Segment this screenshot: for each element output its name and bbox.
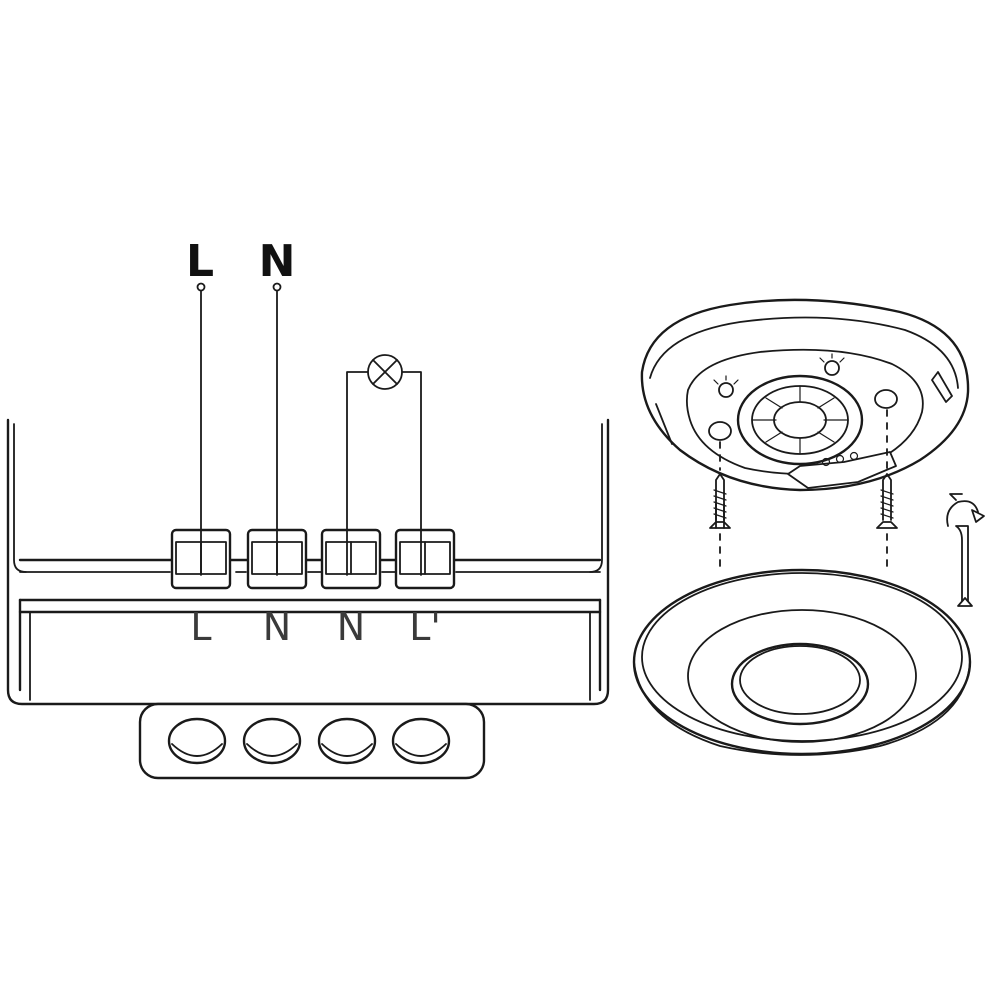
cable-entry-plate bbox=[138, 702, 486, 780]
supply-label-n: N bbox=[259, 236, 296, 287]
supply-wires bbox=[196, 282, 282, 576]
mounting-ring bbox=[632, 568, 972, 756]
screw-icon bbox=[876, 473, 898, 529]
supply-label-l: L bbox=[186, 236, 214, 287]
motion-sensor-head bbox=[640, 298, 970, 492]
terminal-box bbox=[6, 418, 610, 706]
rotate-arrow-icon bbox=[946, 493, 985, 607]
terminal-label-n: N bbox=[263, 605, 291, 649]
terminal-label-n-load: N bbox=[337, 605, 365, 649]
terminal-label-l: L bbox=[190, 605, 211, 649]
terminal-block-4 bbox=[394, 528, 456, 590]
terminal-label-l-prime: L' bbox=[409, 605, 441, 649]
terminal-block-3 bbox=[320, 528, 382, 590]
screw-icon bbox=[709, 473, 731, 529]
alignment-lines bbox=[719, 409, 888, 571]
load-circuit bbox=[346, 371, 422, 576]
lamp-icon bbox=[367, 354, 403, 390]
